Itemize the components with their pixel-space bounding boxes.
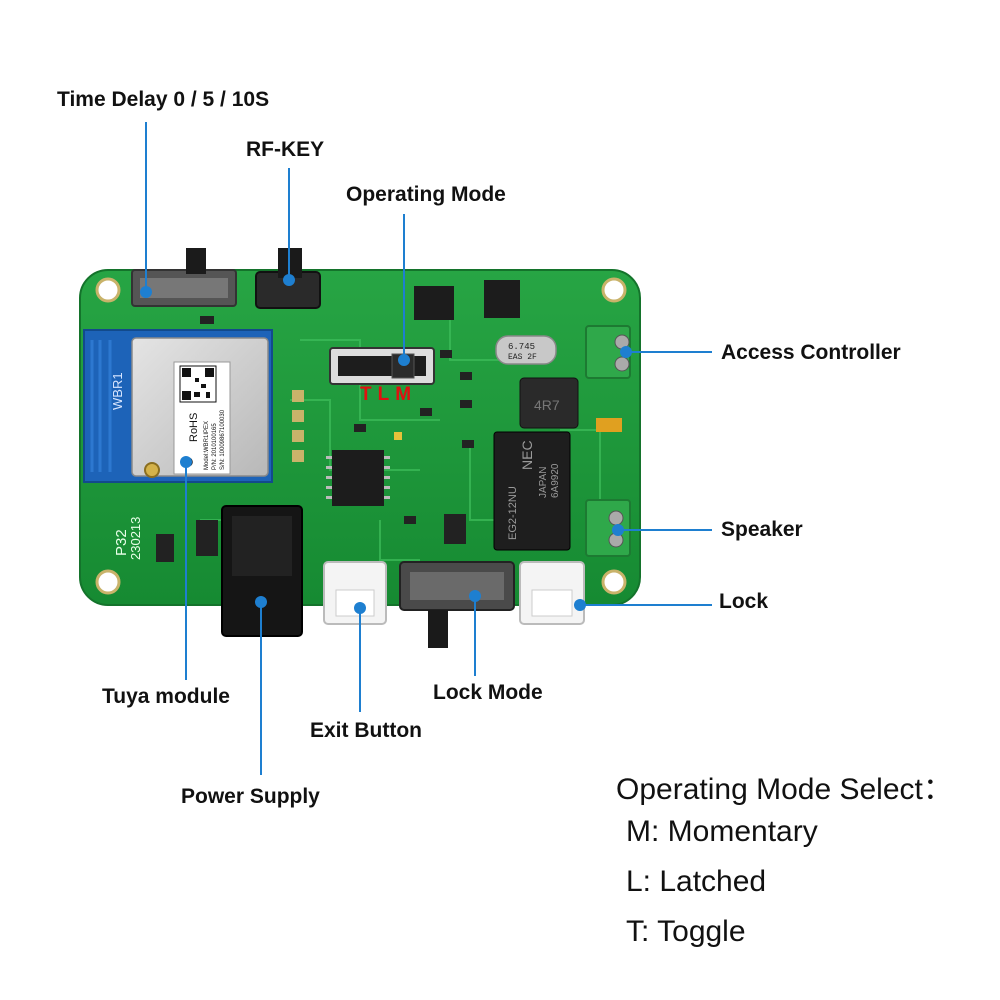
- relay: [493, 431, 571, 551]
- silk-p32: P32: [113, 529, 130, 556]
- qr-code: [179, 365, 217, 403]
- label-tuya-module: Tuya module: [102, 685, 230, 708]
- mount-hole: [95, 569, 121, 595]
- time-delay-switch-knob[interactable]: [186, 248, 206, 274]
- mount-hole: [95, 277, 121, 303]
- pcb-board: WBR1 RoHS Model:WBR1IPEX P/N: 2010100165…: [79, 248, 641, 648]
- relay-code: 6A9920: [550, 463, 561, 498]
- connector-socket: [335, 589, 375, 617]
- module-sn: S/N: 10009867100030: [220, 409, 226, 470]
- crystal-label-2: EAS 2F: [508, 353, 537, 362]
- ipex-connector-icon: [144, 462, 160, 478]
- capacitor: [596, 418, 622, 432]
- relay-origin: JAPAN: [538, 467, 549, 499]
- inductor-label: 4R7: [534, 397, 560, 413]
- lock-mode-knob[interactable]: [428, 610, 448, 648]
- silk-wbr1: WBR1: [110, 372, 125, 410]
- legend-title: Operating Mode Select：: [616, 773, 953, 806]
- switch-face: [140, 278, 228, 298]
- label-operating-mode: Operating Mode: [346, 183, 506, 206]
- antenna-trace: [90, 340, 112, 472]
- ic-chip: [414, 286, 454, 320]
- module-pn: P/N: 2010100165: [212, 423, 218, 470]
- legend-item-latched: L: Latched: [626, 865, 767, 898]
- connector-socket: [531, 589, 573, 617]
- label-speaker: Speaker: [721, 518, 803, 541]
- power-jack-face: [232, 516, 292, 576]
- label-power-supply: Power Supply: [181, 785, 320, 808]
- led: [394, 432, 402, 440]
- lock-mode-face: [410, 572, 504, 600]
- mount-hole: [601, 277, 627, 303]
- screw-icon[interactable]: [608, 510, 624, 526]
- main-ic: [332, 450, 384, 506]
- label-rf-key: RF-KEY: [246, 138, 325, 161]
- crystal: [495, 335, 557, 365]
- smd-components: [156, 316, 474, 562]
- ic-pins: [326, 456, 390, 499]
- relay-model: EG2-12NU: [507, 486, 519, 540]
- mount-hole: [601, 569, 627, 595]
- inductor: [519, 377, 579, 429]
- module-model: Model:WBR1IPEX: [204, 421, 210, 470]
- module-rohs: RoHS: [188, 413, 200, 442]
- switch-letters: TLM: [360, 384, 417, 405]
- label-lock-mode: Lock Mode: [433, 681, 543, 704]
- relay-brand: NEC: [519, 440, 535, 470]
- silk-date: 230213: [128, 517, 143, 560]
- header-pads: [292, 390, 304, 462]
- screw-icon[interactable]: [614, 356, 630, 372]
- label-time-delay: Time Delay 0 / 5 / 10S: [57, 88, 270, 111]
- crystal-label: 6.745: [508, 342, 535, 352]
- label-lock: Lock: [719, 590, 769, 613]
- label-access-controller: Access Controller: [721, 341, 901, 364]
- legend-item-toggle: T: Toggle: [626, 915, 746, 948]
- ic-chip: [484, 280, 520, 318]
- leader-dots: [140, 274, 632, 614]
- leader-lines: [145, 122, 712, 775]
- label-exit-button: Exit Button: [310, 719, 422, 742]
- legend-item-momentary: M: Momentary: [626, 815, 818, 848]
